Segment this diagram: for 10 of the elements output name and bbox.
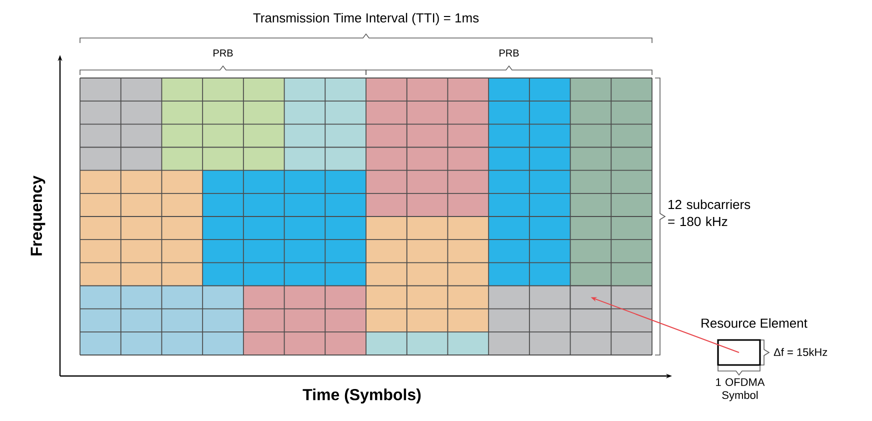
dimension-label: 1 OFDMA Symbol [716, 378, 765, 402]
bracket-label: PRB [214, 50, 233, 56]
grid-cell [570, 285, 612, 310]
node-label: Resource Element [702, 318, 808, 328]
dimension-label: Δf = 15kHz [774, 348, 828, 356]
bracket-label: PRB [500, 50, 519, 56]
axis-label: Time (Symbols) [302, 388, 421, 404]
bracket-label: 12 subcarriers = 180 kHz [668, 200, 750, 226]
axis-label: Frequency [30, 176, 46, 256]
heading: Transmission Time Interval (TTI) = 1ms [253, 12, 479, 26]
